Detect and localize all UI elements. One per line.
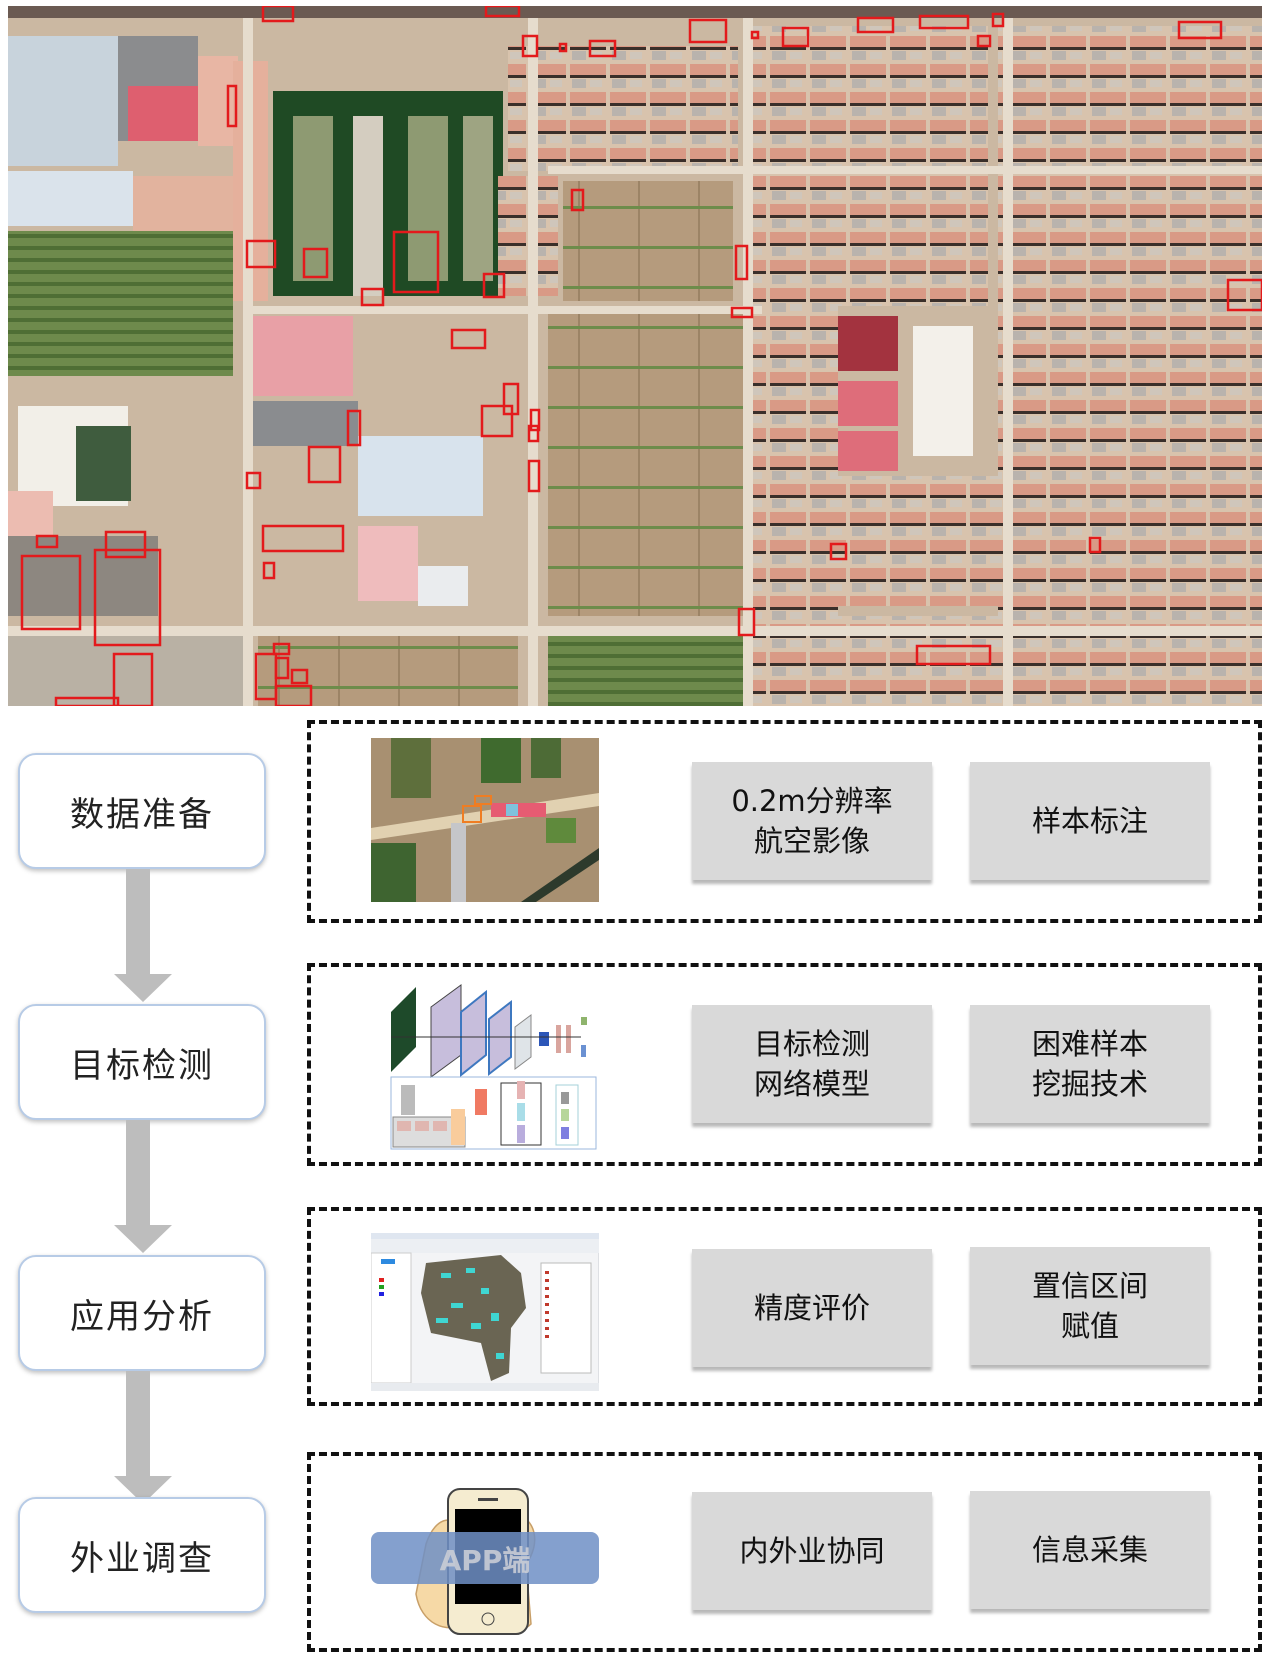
card-detection-network-model: 目标检测 网络模型	[692, 1005, 932, 1123]
step-label: 数据准备	[70, 794, 214, 835]
aerial-sample-thumbnail	[371, 738, 599, 902]
arrow-down-icon	[114, 869, 172, 1002]
app-label: APP端	[440, 1544, 531, 1577]
panel-data-preparation: 0.2m分辨率 航空影像 样本标注	[307, 720, 1262, 923]
gis-software-thumbnail	[371, 1233, 599, 1391]
card-office-field-collaboration: 内外业协同	[692, 1492, 932, 1610]
step-object-detection: 目标检测	[18, 1004, 266, 1120]
step-label: 外业调查	[70, 1538, 214, 1579]
mobile-app-thumbnail: APP端	[366, 1474, 604, 1644]
step-application-analysis: 应用分析	[18, 1255, 266, 1371]
card-sample-annotation: 样本标注	[970, 762, 1210, 880]
arrow-down-icon	[114, 1371, 172, 1504]
card-accuracy-evaluation: 精度评价	[692, 1249, 932, 1367]
arrow-down-icon	[114, 1120, 172, 1253]
step-label: 应用分析	[70, 1296, 214, 1337]
panel-application-analysis: 精度评价 置信区间 赋值	[307, 1207, 1262, 1406]
aerial-image	[8, 6, 1262, 706]
panel-object-detection: 目标检测 网络模型 困难样本 挖掘技术	[307, 963, 1262, 1166]
card-confidence-interval-assignment: 置信区间 赋值	[970, 1247, 1210, 1365]
step-data-preparation: 数据准备	[18, 753, 266, 869]
step-label: 目标检测	[70, 1045, 214, 1086]
network-architecture-thumbnail	[371, 977, 599, 1152]
card-aerial-imagery: 0.2m分辨率 航空影像	[692, 762, 932, 880]
card-hard-sample-mining: 困难样本 挖掘技术	[970, 1005, 1210, 1123]
card-information-collection: 信息采集	[970, 1491, 1210, 1609]
panel-field-survey: APP端 内外业协同 信息采集	[307, 1452, 1262, 1652]
step-field-survey: 外业调查	[18, 1497, 266, 1613]
